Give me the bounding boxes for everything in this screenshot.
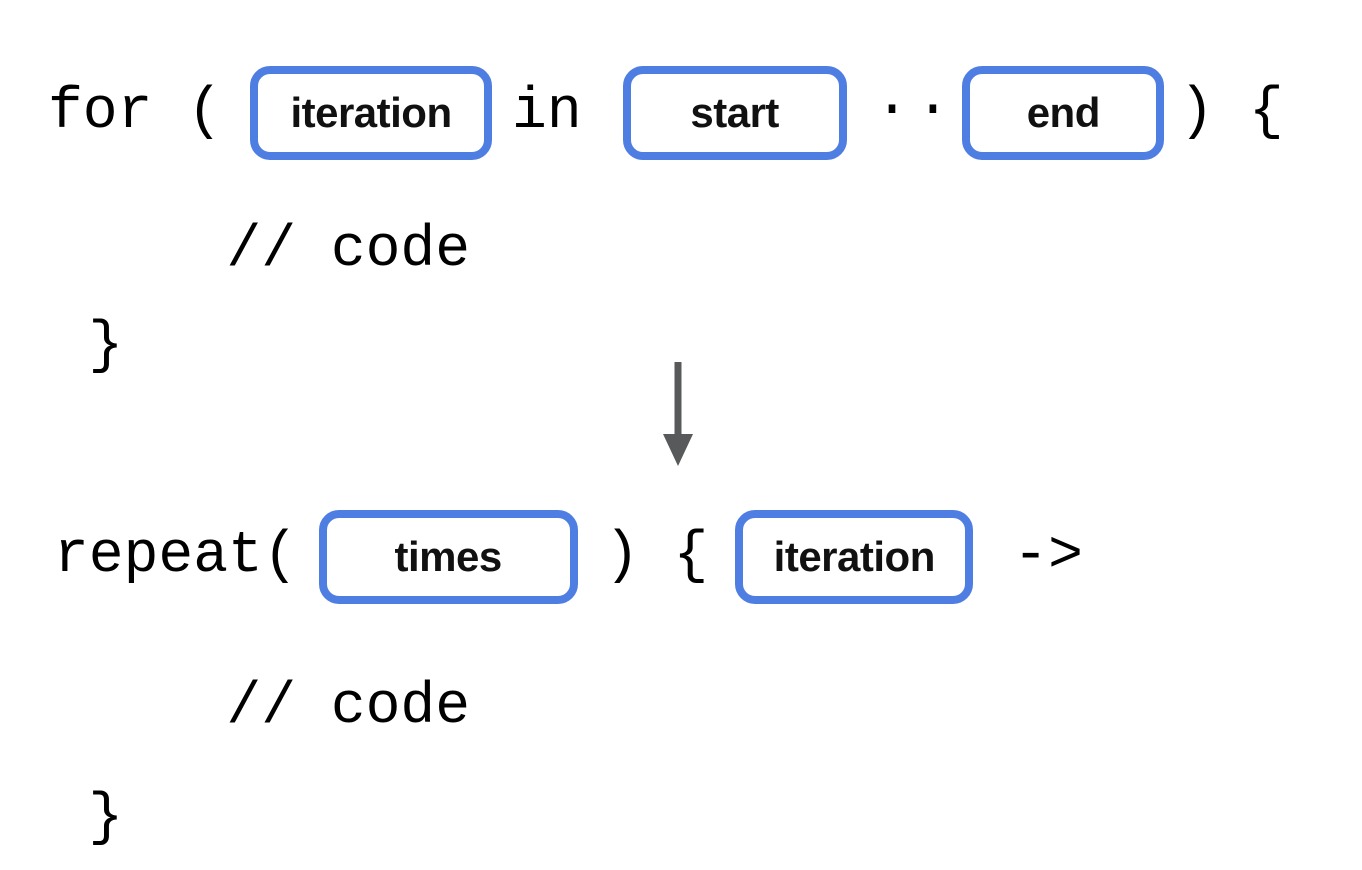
times-pill[interactable]: times [318, 510, 578, 604]
close-paren-token: ) [604, 524, 640, 589]
times-pill-label: times [394, 533, 503, 580]
close-paren-open-brace-token: ) { [1179, 80, 1284, 145]
range-operator-token: .. [874, 66, 957, 131]
start-pill-label: start [690, 89, 779, 136]
for-body-line: // code [188, 200, 470, 302]
start-pill[interactable]: start [622, 66, 847, 160]
down-arrow-icon [663, 362, 693, 466]
repeat-body-comment: // code [226, 675, 471, 740]
iteration-pill-label: iteration [290, 89, 452, 136]
repeat-body-line: // code [188, 657, 470, 759]
for-body-comment: // code [226, 218, 471, 283]
for-statement-line: for ( iteration in start .. end ) { [48, 66, 1284, 160]
repeat-keyword-token: repeat( [54, 524, 298, 589]
end-pill-label: end [1026, 89, 1101, 136]
transform-arrow-container [662, 362, 694, 468]
repeat-closing-brace: } [88, 786, 124, 851]
iteration-pill[interactable]: iteration [250, 66, 493, 160]
repeat-closing-line: } [50, 768, 123, 870]
end-pill[interactable]: end [962, 66, 1165, 160]
repeat-statement-line: repeat( times ) { iteration -> [54, 510, 1083, 604]
repeat-iteration-pill-label: iteration [773, 533, 936, 580]
for-closing-brace: } [88, 314, 124, 379]
repeat-iteration-pill[interactable]: iteration [735, 510, 974, 604]
open-brace-token: { [673, 524, 709, 589]
for-keyword-token: for ( [48, 80, 223, 145]
in-keyword-token: in [512, 80, 582, 145]
lambda-arrow-token: -> [1013, 524, 1083, 589]
for-closing-line: } [50, 296, 123, 398]
